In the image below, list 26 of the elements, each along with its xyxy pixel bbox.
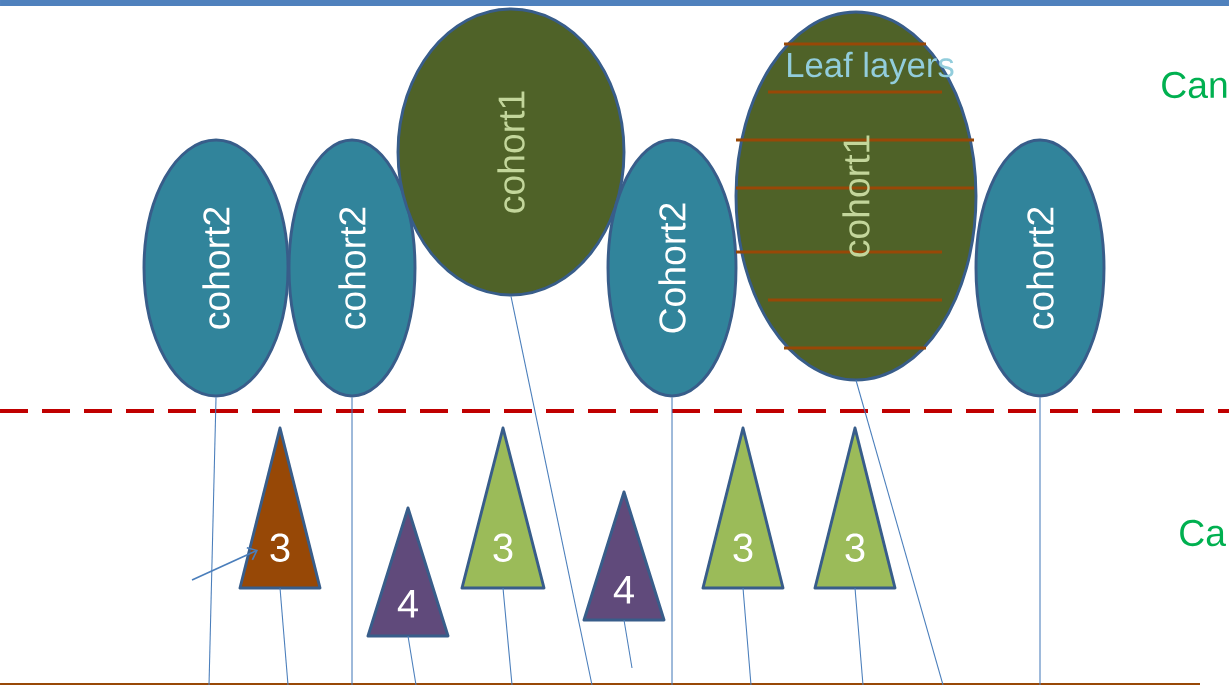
tree-triangle: 4 [366,506,450,638]
layer-label: Ca [1180,519,1226,547]
tree-triangle: 3 [460,426,546,590]
tree-crown: Cohort2 [606,138,738,398]
trunk-line [279,587,289,685]
trunk-line [742,587,752,685]
tree-triangle: 3 [813,426,897,590]
trunk-line [502,587,513,685]
trunk-line [1039,396,1041,685]
trunk-line [854,587,864,685]
trunk-line [855,379,944,685]
tree-triangle: 3 [238,426,322,590]
tree-triangle: 4 [582,490,666,622]
arrow [191,546,258,581]
trunk-line [351,396,353,685]
tree-triangle: 3 [701,426,785,590]
tree-crown: cohort2 [287,138,417,398]
trunk-line [407,635,417,685]
tree-crown: cohort2 [974,138,1106,398]
tree-crown: cohort2 [142,138,290,398]
trunk-line [208,396,217,685]
trunk-line [623,619,633,669]
trunk-line [671,396,673,685]
layer-label: Can [1162,71,1227,99]
trunk-line [510,295,593,685]
tree-crown: cohort1 [396,7,626,297]
